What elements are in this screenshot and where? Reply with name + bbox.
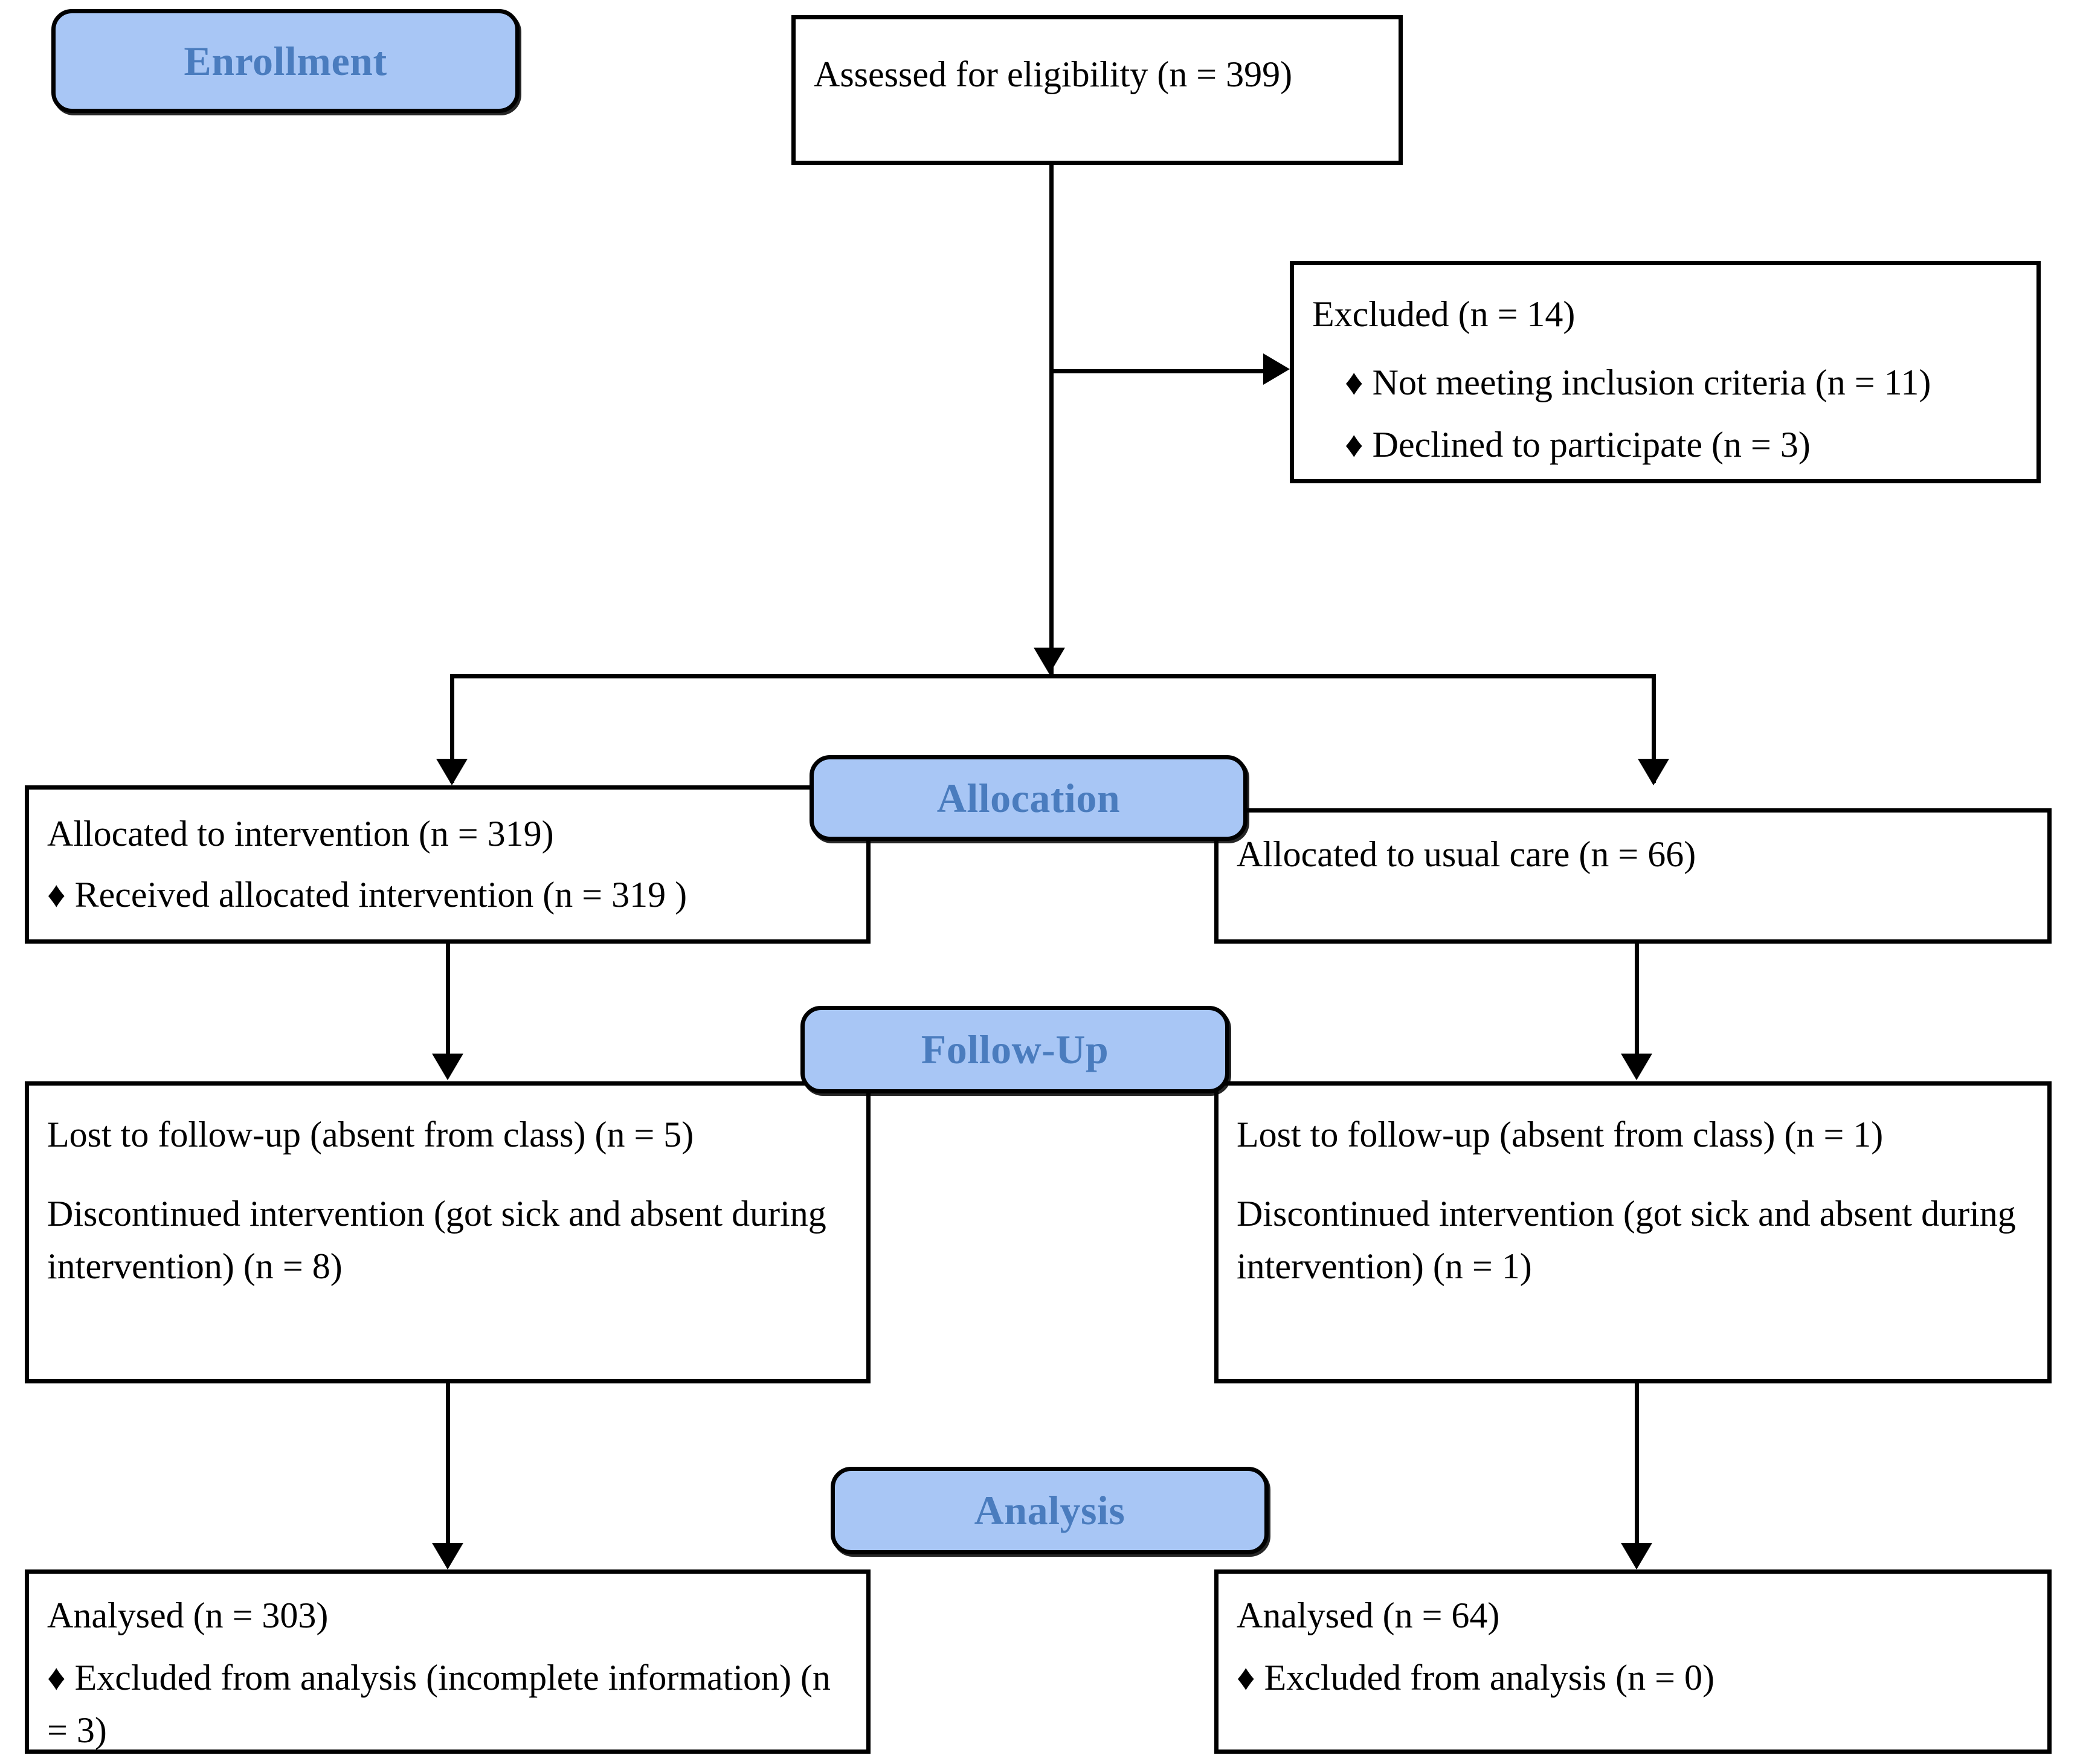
stage-badge-analysis: Analysis	[831, 1467, 1269, 1554]
node-followup-usual-care: Lost to follow-up (absent from class) (n…	[1214, 1081, 2052, 1383]
connector-followup-to-analysis-right	[1635, 1383, 1639, 1544]
bullet-diamond-icon: ♦	[1237, 1658, 1255, 1698]
stage-badge-allocation: Allocation	[810, 755, 1248, 841]
allocated-intervention-heading: Allocated to intervention (n = 319)	[47, 814, 554, 854]
followup-usual-care-line-1: Lost to follow-up (absent from class) (n…	[1237, 1115, 1884, 1154]
stage-badge-allocation-label: Allocation	[936, 774, 1121, 821]
connector-alloc-to-followup-left	[446, 944, 450, 1054]
connector-followup-to-analysis-left	[446, 1383, 450, 1544]
allocated-intervention-item-1-text: Received allocated intervention (n = 319…	[74, 875, 687, 915]
bullet-diamond-icon: ♦	[1345, 425, 1363, 465]
stage-badge-followup: Follow-Up	[800, 1006, 1229, 1093]
node-assessed-for-eligibility: Assessed for eligibility (n = 399)	[791, 15, 1403, 165]
excluded-reason-1-text: Not meeting inclusion criteria (n = 11)	[1372, 362, 1931, 402]
assessed-label: Assessed for eligibility (n = 399)	[814, 54, 1293, 94]
arrowhead-followup-left	[432, 1054, 463, 1080]
node-analysed-intervention: Analysed (n = 303) ♦ Excluded from analy…	[25, 1569, 871, 1754]
arrowhead-analysis-left	[432, 1543, 463, 1569]
connector-alloc-to-followup-right	[1635, 944, 1639, 1054]
connector-split-right	[1652, 674, 1656, 783]
arrowhead-allocation-left	[436, 759, 468, 785]
node-allocated-usual-care: Allocated to usual care (n = 66)	[1214, 808, 2052, 944]
node-analysed-usual-care: Analysed (n = 64) ♦ Excluded from analys…	[1214, 1569, 2052, 1754]
allocated-usual-care-heading: Allocated to usual care (n = 66)	[1237, 834, 1696, 874]
stage-badge-followup-label: Follow-Up	[921, 1026, 1109, 1072]
stage-badge-enrollment: Enrollment	[51, 9, 520, 113]
arrowhead-to-allocation-split	[1034, 648, 1065, 674]
analysed-usual-care-heading: Analysed (n = 64)	[1237, 1595, 1500, 1635]
connector-split-left	[450, 674, 454, 783]
analysed-usual-care-item-1-text: Excluded from analysis (n = 0)	[1264, 1658, 1714, 1698]
followup-intervention-line-2: Discontinued intervention (got sick and …	[47, 1194, 826, 1286]
allocated-intervention-item-1: ♦ Received allocated intervention (n = 3…	[47, 869, 848, 921]
analysed-intervention-heading: Analysed (n = 303)	[47, 1595, 329, 1635]
analysed-intervention-item-1: ♦ Excluded from analysis (incomplete inf…	[47, 1652, 848, 1757]
analysed-intervention-item-1-text: Excluded from analysis (incomplete infor…	[47, 1658, 831, 1750]
node-followup-intervention: Lost to follow-up (absent from class) (n…	[25, 1081, 871, 1383]
stage-badge-analysis-label: Analysis	[974, 1487, 1125, 1533]
arrowhead-allocation-right	[1638, 759, 1669, 785]
bullet-diamond-icon: ♦	[47, 875, 66, 915]
stage-badge-enrollment-label: Enrollment	[184, 37, 387, 84]
bullet-diamond-icon: ♦	[47, 1658, 66, 1698]
connector-assessed-trunk	[1049, 165, 1054, 676]
analysed-usual-care-item-1: ♦ Excluded from analysis (n = 0)	[1237, 1652, 2029, 1704]
followup-usual-care-line-2: Discontinued intervention (got sick and …	[1237, 1194, 2016, 1286]
arrowhead-analysis-right	[1621, 1543, 1652, 1569]
excluded-reason-2: ♦ Declined to participate (n = 3)	[1345, 419, 2018, 471]
excluded-reason-2-text: Declined to participate (n = 3)	[1372, 425, 1811, 465]
connector-to-excluded	[1049, 369, 1264, 373]
node-allocated-intervention: Allocated to intervention (n = 319) ♦ Re…	[25, 785, 871, 944]
node-excluded: Excluded (n = 14) ♦ Not meeting inclusio…	[1290, 261, 2041, 483]
excluded-heading: Excluded (n = 14)	[1312, 294, 1576, 334]
bullet-diamond-icon: ♦	[1345, 362, 1363, 402]
followup-intervention-line-1: Lost to follow-up (absent from class) (n…	[47, 1115, 694, 1154]
arrowhead-to-excluded	[1263, 353, 1290, 385]
arrowhead-followup-right	[1621, 1054, 1652, 1080]
connector-allocation-split-bar	[450, 674, 1656, 678]
excluded-reason-1: ♦ Not meeting inclusion criteria (n = 11…	[1345, 356, 2018, 409]
